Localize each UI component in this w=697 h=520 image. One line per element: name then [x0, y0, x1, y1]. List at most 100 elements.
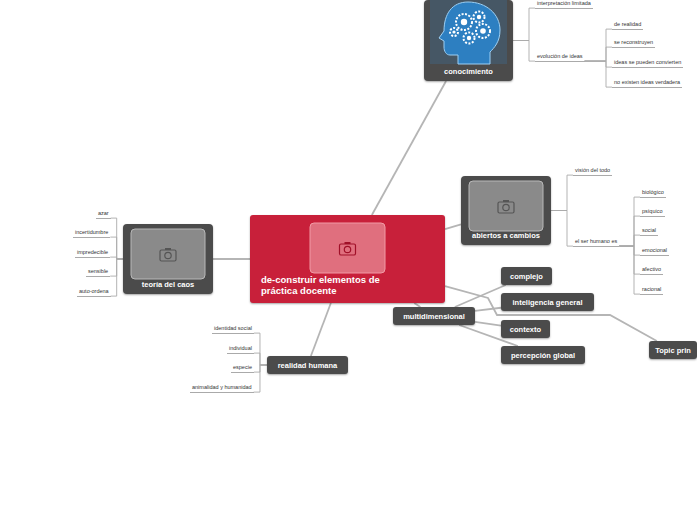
node-label: Topic prin	[655, 346, 691, 355]
subtopic-label: ideas se pueden convierten	[612, 58, 683, 68]
camera-icon	[160, 250, 176, 261]
image-placeholder	[310, 223, 385, 273]
subtopic-label: psíquico	[640, 207, 665, 217]
branch-line	[254, 365, 267, 372]
image-topic: abiertos a cambios	[461, 176, 551, 245]
connector-line	[475, 322, 501, 326]
node-label: biológico	[642, 189, 664, 195]
branch-line	[254, 333, 267, 365]
subtopic-label: visión del todo	[573, 166, 612, 176]
image-placeholder	[469, 181, 543, 231]
topic-box: contexto	[501, 320, 550, 338]
subtopic-label: individual	[227, 344, 254, 354]
node-label: realidad humana	[278, 361, 338, 370]
camera-icon	[503, 204, 509, 210]
node-label: teoría del caos	[142, 280, 195, 289]
node-label: conocimiento	[444, 67, 493, 76]
gear-icon	[450, 28, 458, 36]
branch-line	[551, 211, 573, 247]
branch-line	[619, 246, 640, 274]
subtopic-label: de realidad	[612, 20, 643, 30]
node-label: ideas se pueden convierten	[614, 59, 681, 65]
node-label: social	[642, 227, 656, 233]
branch-line	[111, 218, 123, 259]
topic-box: inteligencia general	[501, 293, 594, 311]
node-label: inteligencia general	[512, 298, 582, 307]
image-backdrop	[430, 0, 507, 64]
node-label: contexto	[510, 325, 541, 334]
subtopic-label: se reconstruyen	[612, 38, 655, 48]
branch-line	[585, 47, 612, 61]
subtopic-label: interpretación limitada	[535, 0, 593, 9]
branch-line	[111, 259, 123, 296]
camera-icon	[503, 200, 509, 202]
node-label: complejo	[510, 272, 543, 281]
node-label: emocional	[642, 247, 667, 253]
image-topic: teoría del caos	[123, 224, 213, 294]
node-label: auto-ordena	[79, 288, 109, 294]
subtopic-label: social	[640, 226, 658, 236]
node-label: especie	[233, 364, 252, 370]
subtopic-label: racional	[640, 285, 663, 295]
node-label: percepción global	[511, 351, 575, 360]
subtopic-label: impredecible	[75, 248, 110, 258]
node-label: de realidad	[614, 21, 641, 27]
node-label: interpretación limitada	[537, 0, 591, 6]
subtopic-label: afectivo	[640, 265, 663, 275]
head-illustration	[439, 2, 500, 64]
topic-box: Topic prin	[649, 341, 697, 359]
branch-line	[110, 237, 123, 259]
connector-line	[475, 308, 501, 311]
branch-line	[254, 365, 267, 392]
branch-line	[619, 235, 640, 246]
subtopic-label: animalidad y humanidad	[190, 383, 254, 393]
branch-line	[585, 61, 612, 87]
connector-line	[445, 224, 461, 229]
node-label: abiertos a cambios	[472, 231, 540, 240]
subtopic-label: emocional	[640, 246, 669, 256]
branch-line	[585, 61, 612, 67]
subtopic-label: sensible	[86, 267, 110, 277]
image-placeholder	[131, 229, 205, 279]
subtopic-label: especie	[231, 363, 254, 373]
gear-icon	[474, 12, 485, 23]
camera-icon	[165, 252, 171, 258]
branch-line	[254, 353, 267, 365]
node-label: racional	[642, 286, 661, 292]
branch-line	[619, 216, 640, 246]
node-label: azar	[98, 210, 109, 216]
node-label: impredecible	[77, 249, 108, 255]
subtopic-label: azar	[96, 209, 111, 219]
node-label: psíquico	[642, 208, 663, 214]
branch-line	[619, 246, 640, 294]
node-label: se reconstruyen	[614, 39, 653, 45]
connector-line	[372, 81, 446, 215]
image-topic: conocimiento	[424, 0, 513, 81]
node-label: individual	[229, 345, 252, 351]
gear-icon	[467, 36, 471, 40]
node-label: el ser humano es	[575, 238, 617, 244]
subtopic-label: biológico	[640, 188, 666, 198]
gear-icon	[461, 19, 467, 25]
gear-icon	[464, 33, 475, 44]
node-label: multidimensional	[403, 312, 465, 321]
node-label: evolución de ideas	[537, 53, 583, 59]
subtopic-label: incertidumbre	[73, 228, 110, 238]
topic-box: complejo	[501, 267, 552, 285]
central-topic: de-construir elementos de práctica docen…	[250, 215, 445, 303]
node-label: animalidad y humanidad	[192, 384, 252, 390]
node-label: afectivo	[642, 266, 661, 272]
camera-icon	[498, 202, 514, 213]
node-label: identidad social	[214, 325, 252, 331]
connector-line	[455, 285, 506, 307]
node-label: visión del todo	[575, 167, 610, 173]
node-label: sensible	[88, 268, 108, 274]
connector-line	[311, 303, 331, 356]
subtopic-label: el ser humano es	[573, 237, 619, 247]
branch-line	[619, 197, 640, 246]
subtopic-label: evolución de ideas	[535, 52, 585, 62]
camera-icon	[340, 244, 356, 255]
subtopic-label: auto-ordena	[77, 287, 111, 297]
branch-line	[551, 175, 573, 210]
